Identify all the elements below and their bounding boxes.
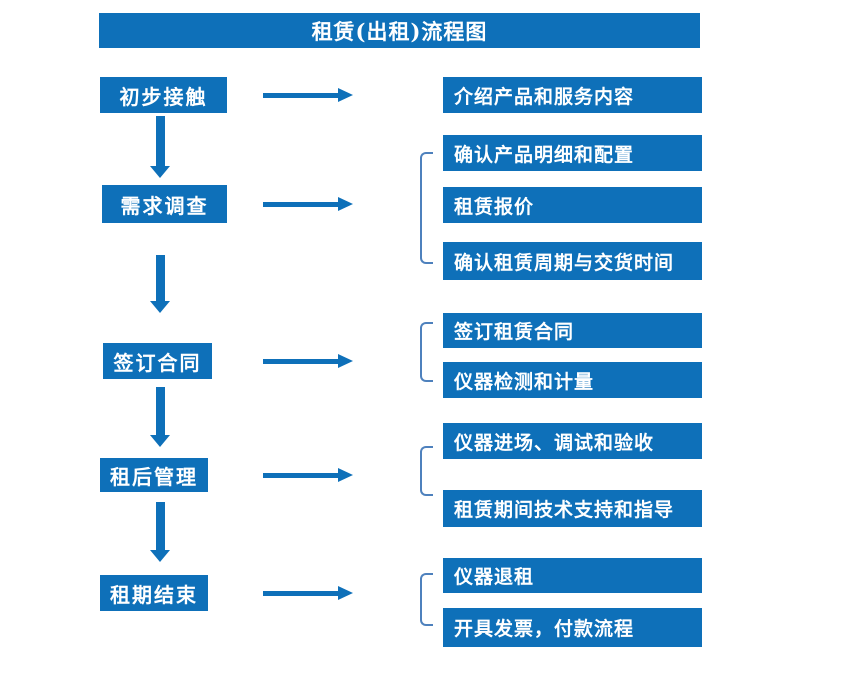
detail-instrument-return: 仪器退租 — [443, 558, 702, 593]
flowchart-title: 租赁(出租)流程图 — [99, 13, 700, 48]
arrow-stem — [263, 472, 338, 478]
arrow-head — [150, 301, 170, 313]
arrow-right-icon-1 — [263, 88, 353, 102]
bracket-demand-survey-group — [420, 152, 433, 264]
arrow-down-icon-2 — [150, 255, 170, 313]
step-post-rental-management: 租后管理 — [100, 458, 208, 492]
arrow-right-icon-5 — [263, 586, 353, 600]
bracket-sign-contract-group — [420, 322, 433, 382]
step-sign-contract: 签订合同 — [103, 343, 212, 379]
bracket-post-rental-group — [420, 446, 433, 496]
detail-introduce-products-services: 介绍产品和服务内容 — [443, 77, 702, 113]
detail-confirm-period-delivery: 确认租赁周期与交货时间 — [443, 242, 702, 280]
arrow-stem — [155, 387, 165, 435]
detail-instrument-test-measure: 仪器检测和计量 — [443, 362, 702, 398]
arrow-down-icon-4 — [150, 502, 170, 562]
arrow-down-icon-3 — [150, 387, 170, 447]
arrow-stem — [263, 358, 338, 364]
arrow-head — [338, 88, 353, 102]
step-demand-survey: 需求调查 — [102, 185, 227, 223]
arrow-head — [338, 468, 353, 482]
arrow-stem — [155, 255, 165, 301]
arrow-stem — [263, 92, 338, 98]
arrow-head — [338, 354, 353, 368]
detail-sign-rental-contract: 签订租赁合同 — [443, 313, 702, 348]
detail-invoice-payment: 开具发票，付款流程 — [443, 608, 702, 647]
arrow-stem — [155, 116, 165, 166]
arrow-head — [150, 166, 170, 178]
arrow-right-icon-3 — [263, 354, 353, 368]
detail-rental-quotation: 租赁报价 — [443, 187, 702, 223]
step-initial-contact: 初步接触 — [100, 77, 227, 113]
arrow-head — [338, 197, 353, 211]
arrow-head — [150, 550, 170, 562]
detail-instrument-setup-acceptance: 仪器进场、调试和验收 — [443, 423, 702, 459]
arrow-right-icon-2 — [263, 197, 353, 211]
arrow-stem — [263, 590, 338, 596]
bracket-lease-end-group — [420, 573, 433, 626]
arrow-down-icon-1 — [150, 116, 170, 178]
step-lease-end: 租期结束 — [100, 575, 208, 611]
arrow-stem — [263, 201, 338, 207]
arrow-right-icon-4 — [263, 468, 353, 482]
detail-technical-support: 租赁期间技术支持和指导 — [443, 490, 702, 527]
arrow-stem — [155, 502, 165, 550]
arrow-head — [150, 435, 170, 447]
detail-confirm-product-config: 确认产品明细和配置 — [443, 135, 702, 171]
arrow-head — [338, 586, 353, 600]
